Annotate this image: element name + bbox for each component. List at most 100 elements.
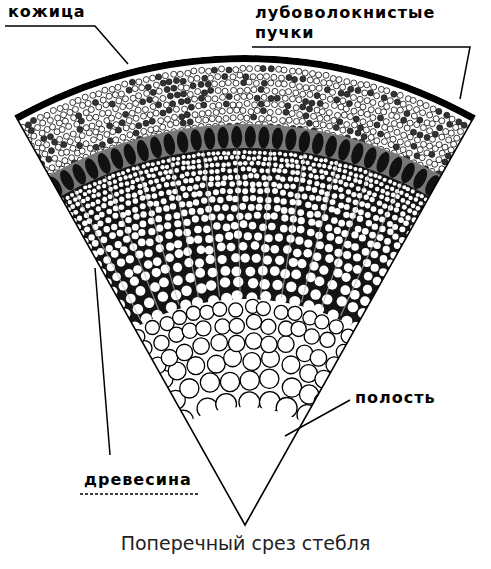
wood-cell: [335, 236, 343, 244]
wood-cell: [385, 185, 389, 189]
cortex-cell: [110, 129, 116, 135]
cortex-cell: [360, 119, 366, 125]
wood-cell: [193, 184, 199, 190]
wood-cell: [194, 236, 202, 244]
wood-cell: [402, 205, 407, 210]
cortex-cell: [187, 91, 193, 97]
wood-cell: [258, 151, 262, 155]
wood-cell: [138, 190, 143, 195]
wood-cell: [270, 266, 280, 276]
cortex-cell: [173, 120, 179, 126]
cortex-cell: [107, 138, 113, 144]
pith-cell: [200, 373, 219, 392]
wood-cell: [96, 185, 100, 189]
wood-cell: [369, 178, 373, 182]
wood-cell: [273, 163, 278, 168]
wood-cell: [140, 211, 146, 217]
cortex-cell: [188, 77, 194, 83]
cortex-cell: [303, 85, 309, 91]
cortex-cell: [180, 91, 186, 97]
wood-cell: [215, 169, 220, 174]
wood-cell: [353, 253, 361, 261]
cortex-cell: [341, 112, 347, 118]
epidermis: [15, 55, 475, 121]
wood-cell: [383, 246, 390, 253]
wood-cell: [137, 184, 142, 189]
wood-cell: [106, 245, 113, 252]
wood-cell: [416, 206, 421, 211]
wood-cell: [222, 151, 226, 155]
wood-cell: [271, 213, 278, 220]
pith-cell: [196, 321, 211, 336]
pith-cell: [176, 344, 192, 360]
wood-cell: [314, 181, 319, 186]
wood-cell: [359, 201, 365, 207]
cortex-cell: [445, 169, 451, 175]
wood-ray: [321, 170, 370, 308]
cortex-cell: [368, 107, 374, 113]
pith-cell: [145, 400, 164, 419]
wood-cell: [240, 220, 248, 228]
wood-cell: [293, 153, 297, 157]
cortex-cell: [62, 158, 68, 164]
cortex-cell: [226, 67, 232, 73]
wood-cell: [88, 184, 92, 188]
wood-cell: [209, 169, 214, 174]
cortex-cell: [254, 108, 260, 114]
wood-cell: [233, 151, 237, 155]
cortex-cell: [82, 94, 88, 100]
cortex-cell: [327, 96, 333, 102]
cortex-cell: [153, 110, 159, 116]
wood-cell: [319, 189, 325, 195]
cortex-cell: [56, 161, 62, 167]
wood-cell: [110, 316, 120, 326]
cortex-cell: [286, 89, 292, 95]
bast-bundle: [323, 135, 339, 159]
wood-cell: [126, 200, 132, 206]
wood-cell: [248, 150, 252, 154]
cortex-cell: [436, 157, 442, 163]
cortex-cell: [83, 141, 89, 147]
cortex-cell: [180, 120, 186, 126]
wood-cell: [338, 163, 342, 167]
cortex-cell: [113, 137, 119, 143]
wood-cell: [146, 174, 151, 179]
cortex-cell: [62, 118, 68, 124]
cortex-cell: [307, 91, 313, 97]
cortex-cell: [112, 92, 118, 98]
wood-cell: [250, 161, 255, 166]
cortex-cell: [104, 131, 110, 137]
cortex-cell: [347, 114, 353, 120]
cortex-cell: [443, 129, 449, 135]
wood-cell: [319, 158, 323, 162]
wood-cell: [97, 221, 103, 227]
wood-cell: [288, 191, 294, 197]
cortex-cell: [427, 112, 433, 118]
wood-cell: [373, 215, 379, 221]
wood-cell: [132, 193, 137, 198]
wood-cell: [297, 226, 305, 234]
wood-cell: [252, 254, 261, 263]
cortex-cell: [85, 100, 91, 106]
wood-cell: [180, 174, 185, 179]
cortex-cell: [202, 90, 208, 96]
cortex-cell: [150, 75, 156, 81]
wood-cell: [307, 211, 314, 218]
cortex-cell: [285, 103, 291, 109]
wood-cell: [257, 197, 263, 203]
wood-cell: [109, 232, 116, 239]
part-label: древесина: [84, 470, 192, 490]
wood-cell: [227, 168, 232, 173]
cortex-cell: [320, 122, 326, 128]
wood-cell: [256, 204, 263, 211]
wood-cell: [403, 220, 409, 226]
bast-bundle: [135, 139, 151, 163]
wood-cell: [243, 181, 249, 187]
cortex-cell: [410, 129, 416, 135]
wood-cell: [244, 232, 252, 240]
wood-cell: [406, 187, 410, 191]
cortex-cell: [329, 89, 335, 95]
wood-cell: [283, 245, 292, 254]
wood-cell: [311, 162, 315, 166]
cortex-cell: [370, 100, 376, 106]
